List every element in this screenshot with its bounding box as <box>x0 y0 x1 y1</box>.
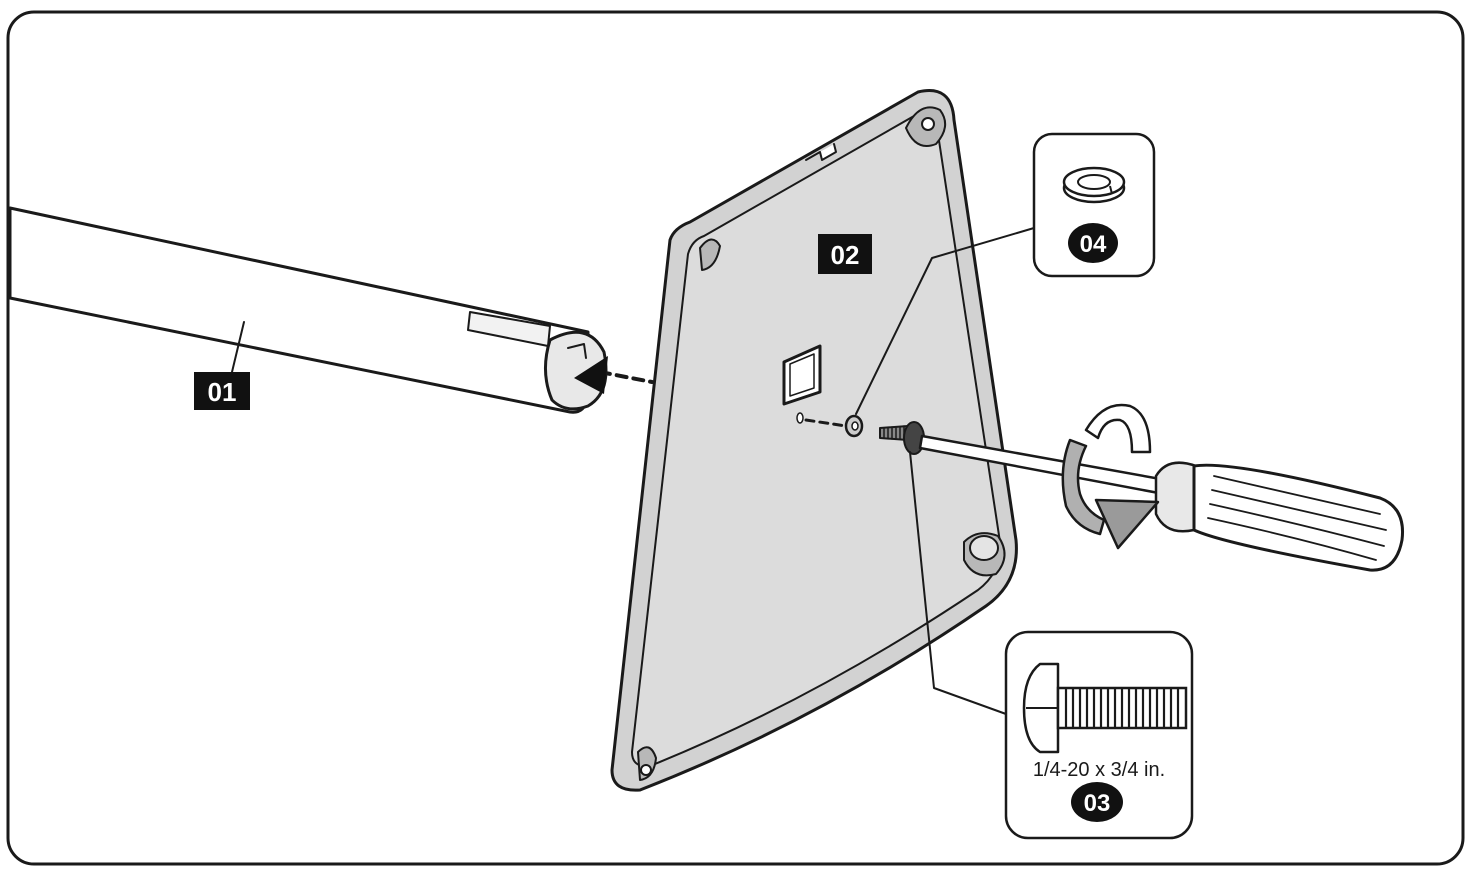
tube-label: 01 <box>208 377 237 407</box>
plate-label-box <box>818 234 872 274</box>
washer-callout-leader <box>855 227 1035 415</box>
screw-threads <box>883 425 905 441</box>
screwdriver <box>918 434 1405 572</box>
insert-arrow-head <box>574 356 608 394</box>
fasten-dashed-line <box>804 418 848 428</box>
screw-icon <box>1022 662 1188 754</box>
tube-label-box <box>194 372 250 410</box>
screw-icon-threads <box>1064 688 1180 728</box>
plate-screw-hole <box>796 412 804 424</box>
screwdriver-handle <box>1192 463 1405 572</box>
tube-notch <box>567 343 587 359</box>
corner-boss-top-left <box>699 238 721 271</box>
rotation-arrow <box>1061 403 1160 550</box>
corner-hole-top-right <box>921 117 935 131</box>
washer-icon <box>1062 166 1126 204</box>
plate-square-socket-inner <box>789 353 815 397</box>
rotation-arrow-head <box>1094 498 1160 550</box>
screwdriver-grip-lines <box>1207 475 1387 561</box>
tube-part: 01 <box>8 206 654 414</box>
tube-end-cap <box>544 330 608 411</box>
screw-callout: 1/4-20 x 3/4 in. 03 <box>909 451 1194 840</box>
plate-part: 02 <box>610 89 1018 792</box>
washer-label: 04 <box>1080 231 1107 258</box>
rotation-arrow-band-front <box>1061 438 1106 536</box>
plate-top-notch <box>805 143 837 161</box>
washer-callout: 04 <box>855 132 1156 415</box>
washer-small-hole <box>851 421 859 431</box>
washer-callout-box <box>1032 132 1156 278</box>
plate-label: 02 <box>831 240 860 270</box>
screw-on-line <box>879 421 925 455</box>
washer-label-badge <box>1068 223 1118 263</box>
corner-boss-bottom-right-top <box>969 535 999 561</box>
screw-spec: 1/4-20 x 3/4 in. <box>1033 759 1165 781</box>
washer-on-plate <box>844 414 864 438</box>
screwdriver-ferrule <box>1154 461 1198 533</box>
rotation-arrow-band-back <box>1084 403 1152 454</box>
screw-callout-leader <box>909 451 1007 715</box>
screw-label-badge <box>1071 782 1123 822</box>
screw-label: 03 <box>1084 790 1111 817</box>
insert-dashed-line <box>598 370 654 384</box>
tube-slot <box>467 311 551 347</box>
tube-leader-line <box>231 321 245 373</box>
corner-hole-bottom-left <box>640 764 652 776</box>
